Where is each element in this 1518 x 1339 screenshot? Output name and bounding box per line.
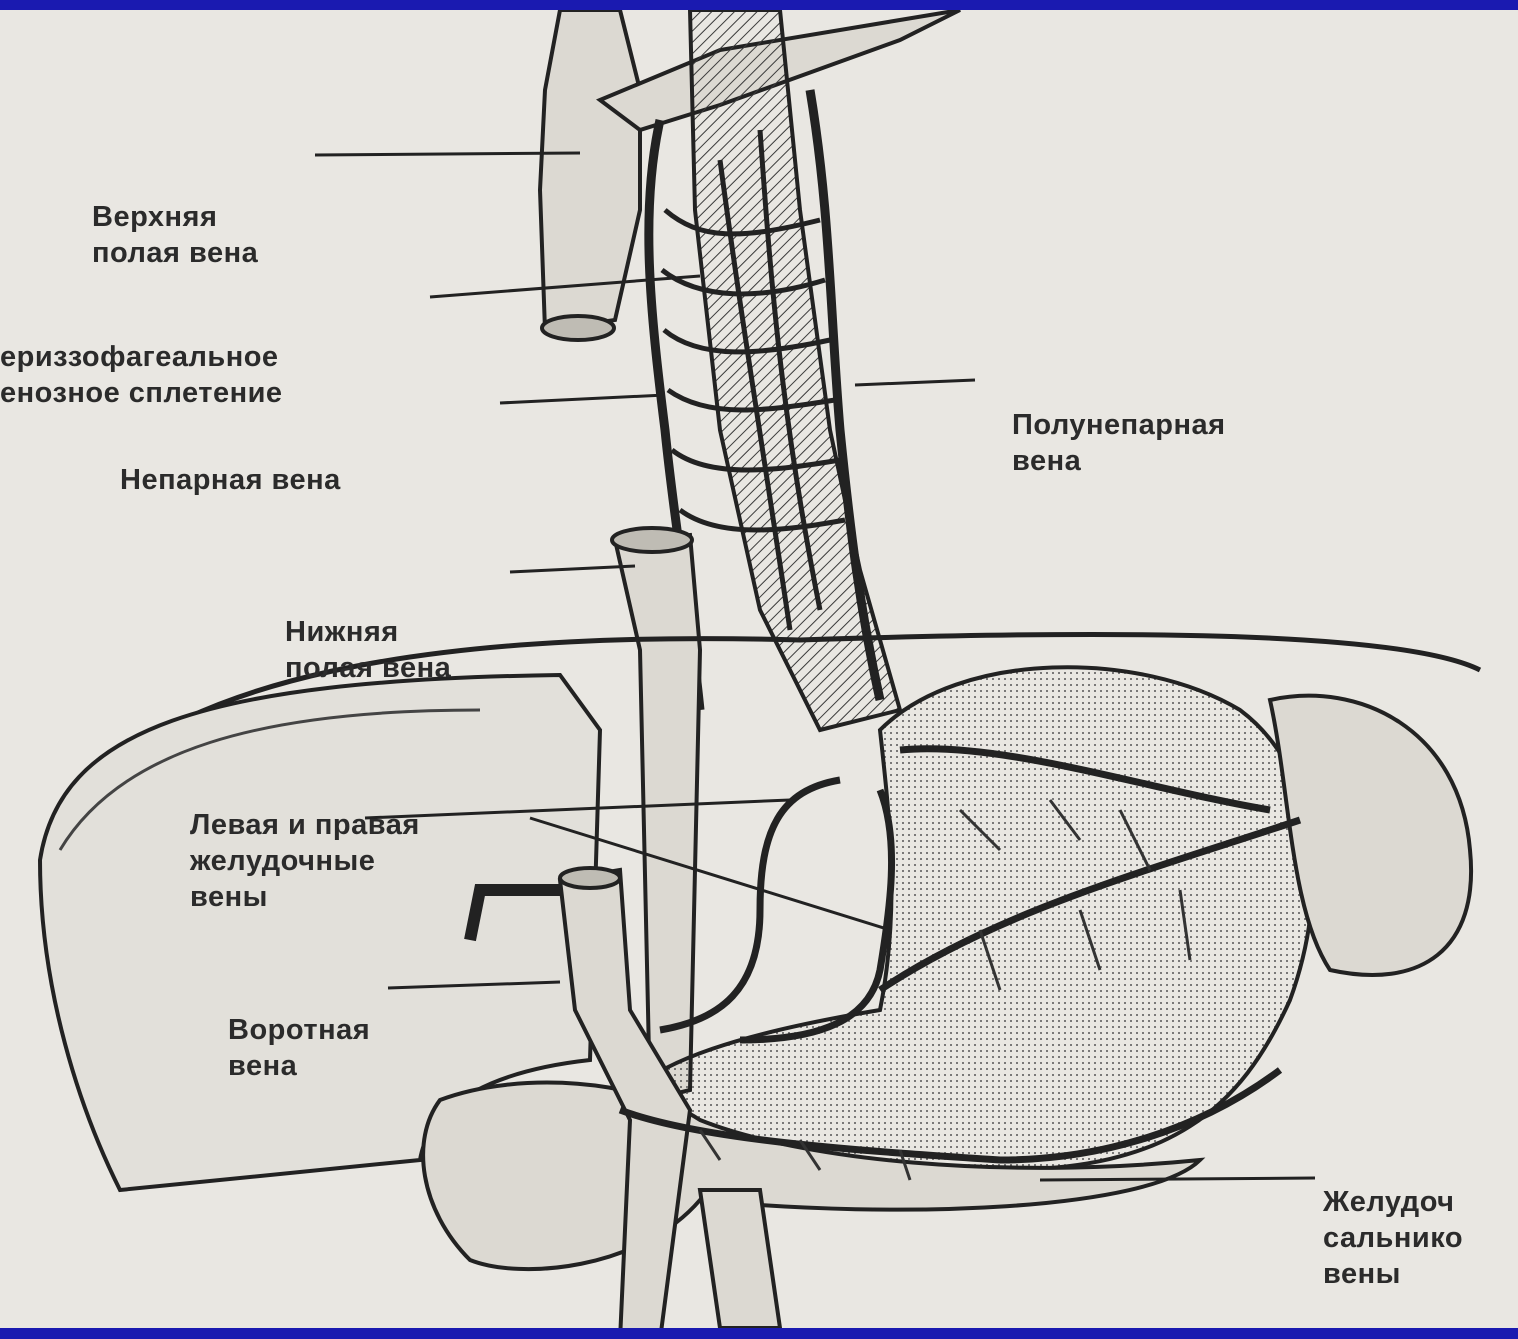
ivc-opening	[612, 528, 692, 552]
stomach	[620, 667, 1313, 1170]
lower-vessel	[700, 1190, 780, 1328]
svc-opening	[542, 316, 614, 340]
